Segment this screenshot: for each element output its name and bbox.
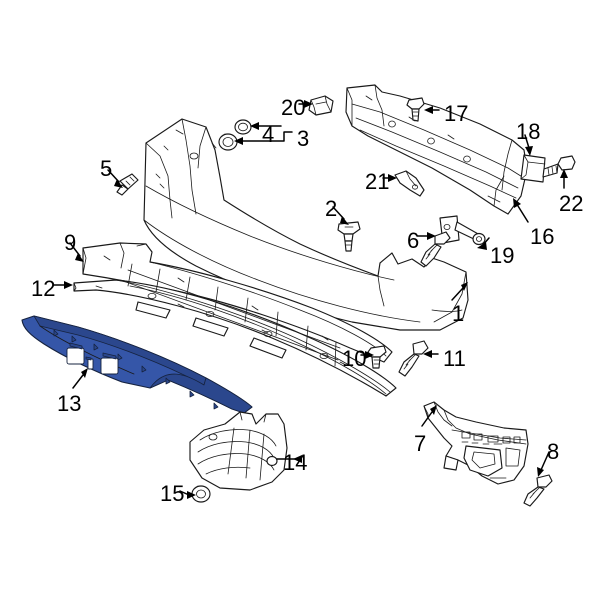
leader-13 [72, 368, 88, 389]
part-screw-cover-fastener [116, 173, 139, 196]
leader-17 [424, 106, 440, 114]
part-energy-absorber [73, 242, 397, 397]
callout-number-8[interactable]: 8 [547, 439, 560, 464]
part-push-pin-retainer [337, 221, 361, 252]
leader-7 [421, 405, 437, 427]
part-valance-screw [398, 340, 429, 377]
leader-22 [560, 169, 568, 189]
callout-number-18[interactable]: 18 [516, 119, 541, 144]
part-shield-grommet [191, 485, 211, 503]
leader-20 [298, 100, 313, 108]
callout-number-2[interactable]: 2 [325, 196, 338, 221]
leader-8 [537, 451, 550, 477]
part-hex-flange-bolt [542, 155, 576, 178]
leader-19 [477, 237, 490, 250]
callout-number-15[interactable]: 15 [160, 481, 185, 506]
part-bracket-screw [523, 474, 553, 507]
part-impact-bar-push-pin [406, 97, 425, 122]
callout-number-20[interactable]: 20 [281, 95, 306, 120]
leader-3 [234, 131, 293, 145]
callout-number-9[interactable]: 9 [64, 230, 77, 255]
leader-15 [179, 490, 196, 499]
callout-number-4[interactable]: 4 [262, 122, 275, 147]
part-impact-bar-reinforcement [345, 84, 528, 215]
leader-12 [53, 281, 73, 289]
callout-number-14[interactable]: 14 [283, 450, 308, 475]
leader-2 [332, 206, 349, 225]
part-impact-bar-stay-bracket [394, 170, 425, 197]
leader-4 [250, 122, 282, 130]
callout-number-17[interactable]: 17 [444, 101, 469, 126]
leader-9 [69, 242, 84, 262]
callout-number-3[interactable]: 3 [297, 126, 310, 151]
part-splash-shield [189, 411, 288, 491]
leader-21 [382, 174, 397, 182]
leader-10 [360, 351, 374, 359]
part-tow-hook-bracket [439, 215, 486, 246]
callout-number-21[interactable]: 21 [365, 169, 390, 194]
leader-1 [451, 282, 468, 301]
part-bumper-side-bracket [423, 401, 529, 485]
leader-14 [276, 455, 302, 463]
callout-number-13[interactable]: 13 [57, 391, 82, 416]
part-park-assist-sensor [234, 119, 252, 135]
callout-number-11[interactable]: 11 [443, 346, 466, 371]
leader-18 [524, 134, 533, 156]
leader-6 [416, 232, 436, 240]
leader-11 [423, 350, 439, 358]
part-sensor-retainer-ring [218, 133, 238, 151]
callout-number-22[interactable]: 22 [559, 191, 584, 216]
callout-number-5[interactable]: 5 [100, 156, 113, 181]
callout-number-19[interactable]: 19 [490, 243, 515, 268]
callout-number-10[interactable]: 10 [342, 346, 367, 371]
part-upper-clip-bracket [308, 95, 334, 116]
leader-16 [513, 198, 529, 223]
callout-number-12[interactable]: 12 [31, 276, 56, 301]
callout-number-6[interactable]: 6 [407, 228, 420, 253]
part-flange-bolt [420, 231, 451, 267]
callout-number-16[interactable]: 16 [530, 224, 555, 249]
part-valance-push-pin [367, 345, 387, 369]
leader-5 [107, 169, 123, 188]
callout-number-7[interactable]: 7 [414, 431, 427, 456]
part-rear-lower-valance-panel-highlighted [21, 315, 253, 414]
part-energy-absorber-pad [520, 154, 546, 183]
callout-number-1[interactable]: 1 [452, 301, 465, 326]
